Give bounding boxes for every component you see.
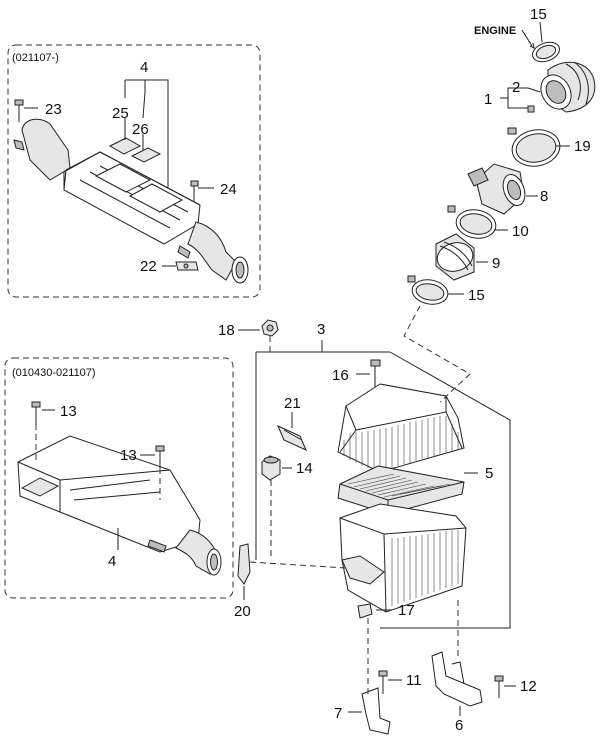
clamp-10	[447, 205, 508, 239]
bolt-16	[356, 359, 381, 386]
callout-10: 10	[512, 223, 529, 240]
engine-label: ENGINE	[474, 25, 516, 37]
callout-12: 12	[520, 678, 537, 695]
bracket-6	[431, 651, 483, 716]
intake-duct-lower	[17, 435, 222, 576]
callout-4-upper: 4	[140, 59, 148, 76]
bolt-23	[14, 99, 24, 122]
callout-2: 2	[512, 79, 520, 96]
callout-1: 1	[484, 91, 492, 108]
callout-21: 21	[284, 395, 301, 412]
callout-13-b: 13	[120, 447, 137, 464]
variant-box-lower	[4, 357, 234, 599]
callout-5: 5	[485, 465, 493, 482]
callout-25: 25	[112, 105, 129, 122]
callout-13-a: 13	[60, 403, 77, 420]
grommet-17	[357, 603, 392, 619]
clamp-19	[507, 127, 570, 167]
label-sticker-26	[130, 147, 162, 163]
callout-8: 8	[540, 188, 548, 205]
clip-22	[175, 261, 199, 271]
bolt-13-a	[31, 401, 41, 424]
callout-15-mid: 15	[468, 287, 485, 304]
filter-element	[337, 465, 478, 515]
callout-22: 22	[140, 258, 157, 275]
callout-3: 3	[317, 321, 325, 338]
variant-label-upper: (021107-)	[12, 52, 59, 64]
bolt-24	[190, 180, 199, 202]
callout-19: 19	[574, 138, 591, 155]
intake-duct-upper	[13, 118, 249, 284]
callout-23: 23	[45, 101, 62, 118]
callout-17: 17	[398, 602, 415, 619]
clamp-15-top	[531, 21, 561, 63]
label-sticker-25	[108, 137, 142, 155]
callout-18: 18	[218, 322, 235, 339]
callout-20: 20	[234, 603, 251, 620]
callout-6: 6	[455, 717, 463, 734]
callout-24: 24	[220, 181, 237, 198]
resonator-bolt	[527, 105, 535, 113]
callout-14: 14	[296, 460, 313, 477]
variant-label-lower: (010430-021107)	[12, 367, 96, 379]
air-cleaner-upper-cover	[337, 383, 465, 473]
bolt-11	[378, 670, 402, 694]
callout-26: 26	[132, 121, 149, 138]
bracket-7	[348, 687, 391, 735]
intake-hose-2	[540, 61, 596, 113]
grommet-14	[261, 455, 292, 481]
clamp-15-mid	[407, 275, 464, 305]
nut-18	[238, 319, 279, 337]
callout-7: 7	[334, 705, 342, 722]
callout-15-top: 15	[530, 6, 547, 23]
callout-11: 11	[406, 672, 422, 689]
air-flow-sensor-8	[467, 163, 538, 215]
bolt-13-b	[155, 445, 165, 468]
bolt-12	[494, 675, 516, 698]
callout-4-lower: 4	[108, 553, 116, 570]
air-cleaner-lower-case	[339, 503, 467, 613]
callout-9: 9	[492, 255, 500, 272]
label-sticker-21	[277, 412, 307, 451]
intake-hose-9	[435, 233, 488, 281]
engine-arrow	[521, 29, 533, 47]
callout-16: 16	[332, 367, 349, 384]
variant-box-upper	[7, 44, 261, 298]
clamp-20	[237, 543, 251, 600]
